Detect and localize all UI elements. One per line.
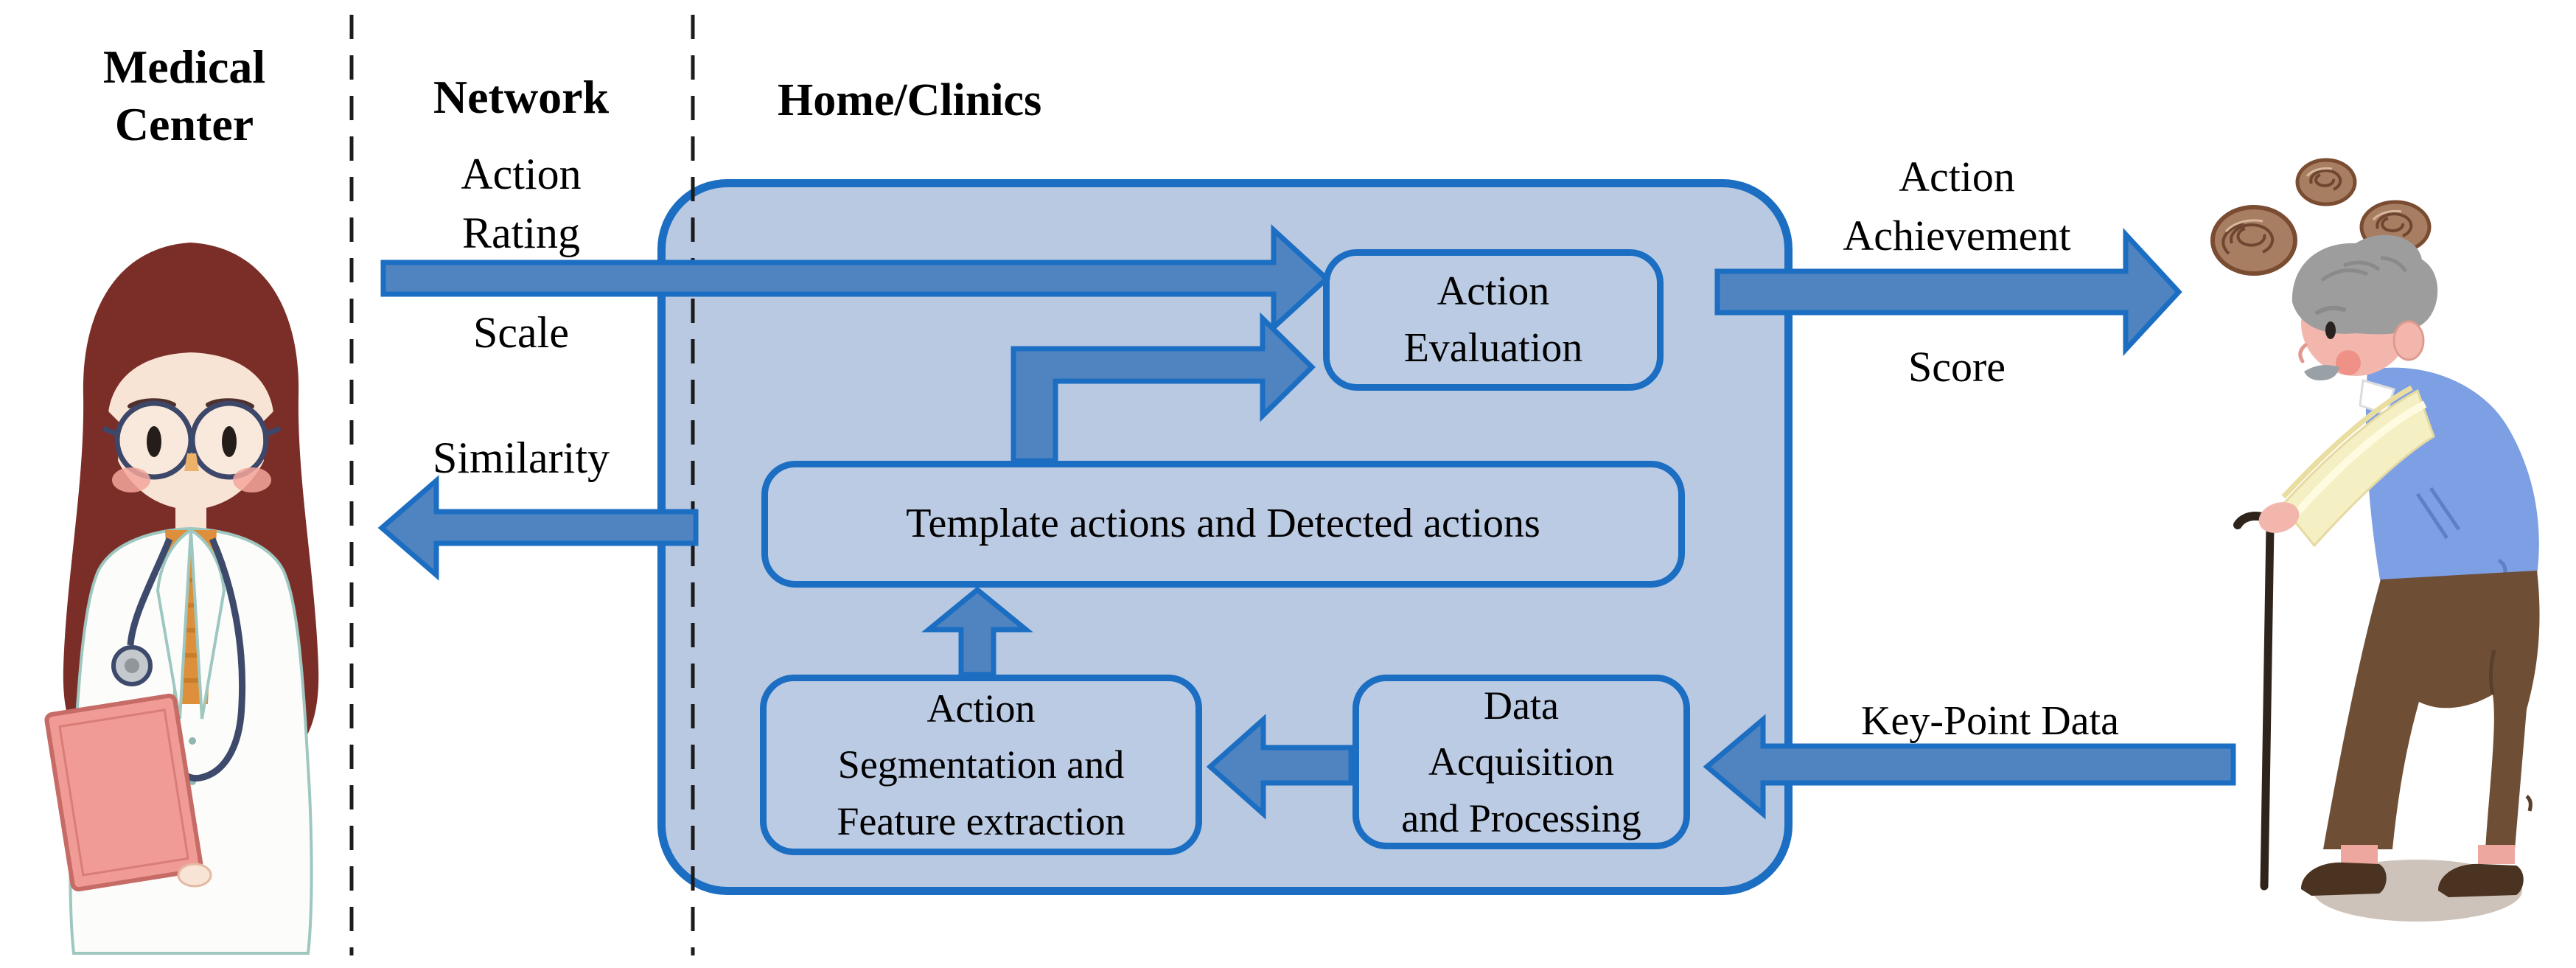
doctor-glasses-temple-left bbox=[102, 425, 119, 437]
action-evaluation-line1: Action bbox=[1437, 268, 1550, 314]
similarity-label: Similarity bbox=[433, 433, 610, 482]
elder-pants bbox=[2323, 571, 2540, 849]
score-label: Score bbox=[1907, 343, 2006, 391]
doctor-stethoscope-chestpiece-center bbox=[125, 658, 139, 673]
elder-sleeve-stripe2 bbox=[2281, 385, 2413, 499]
doctor-illustration bbox=[43, 232, 339, 956]
doctor-blush-right bbox=[233, 467, 271, 492]
elderly-person-with-cane-illustration bbox=[2196, 147, 2576, 944]
doctor-nose bbox=[184, 453, 199, 471]
elder-shoe-left bbox=[2301, 862, 2387, 896]
action-evaluation-box: Action Evaluation bbox=[1323, 249, 1664, 391]
doctor-brow-right bbox=[206, 398, 254, 408]
doctor-eye-left bbox=[147, 426, 161, 457]
doctor-stethoscope-tube-left bbox=[127, 537, 173, 646]
doctor-folder bbox=[44, 693, 203, 892]
action-segmentation-box: Action Segmentation and Feature extracti… bbox=[760, 675, 1202, 855]
doctor-lapel-right bbox=[189, 527, 226, 720]
action-segmentation-line1: Action bbox=[926, 686, 1036, 731]
medical-center-title: Medical Center bbox=[37, 38, 332, 153]
home-clinics-title: Home/Clinics bbox=[778, 75, 1042, 125]
action-evaluation-line2: Evaluation bbox=[1403, 325, 1583, 371]
doctor-blush-left bbox=[112, 467, 150, 492]
action-segmentation-line3: Feature extraction bbox=[837, 798, 1125, 843]
doctor-hand bbox=[177, 863, 212, 888]
key-point-data-label: Key-Point Data bbox=[1861, 698, 2119, 744]
template-detected-actions-box: Template actions and Detected actions bbox=[761, 461, 1685, 588]
data-acquisition-box: Data Acquisition and Processing bbox=[1352, 675, 1690, 849]
elder-hair bbox=[2291, 234, 2438, 335]
medical-center-line1: Medical bbox=[102, 41, 266, 93]
action-rating-line2: Rating bbox=[462, 209, 580, 258]
template-detected-actions-label: Template actions and Detected actions bbox=[906, 501, 1540, 547]
elder-sleeve bbox=[2280, 389, 2435, 548]
doctor-brow-left bbox=[128, 398, 176, 408]
elder-nose bbox=[2298, 343, 2308, 363]
medical-center-line2: Center bbox=[114, 98, 254, 151]
elder-hand bbox=[2258, 502, 2300, 533]
action-achievement-line2: Achievement bbox=[1843, 212, 2071, 260]
elder-cane-shaft bbox=[2260, 522, 2275, 891]
arrow-similarity bbox=[377, 475, 699, 581]
elder-brow bbox=[2315, 305, 2346, 315]
action-segmentation-line2: Segmentation and bbox=[837, 742, 1125, 787]
action-rating-label: Action Rating bbox=[361, 144, 681, 263]
elder-sock-right bbox=[2478, 845, 2515, 864]
data-acquisition-line3: and Processing bbox=[1401, 795, 1641, 840]
scale-label: Scale bbox=[473, 308, 569, 357]
data-acquisition-line1: Data bbox=[1484, 683, 1559, 728]
data-acquisition-line2: Acquisition bbox=[1428, 739, 1614, 784]
elder-hair-swirls bbox=[2320, 256, 2408, 282]
doctor-coat-button bbox=[189, 737, 196, 745]
doctor-lapel-left bbox=[156, 527, 193, 720]
doctor-glasses-temple-right bbox=[265, 425, 282, 437]
doctor-eye-right bbox=[222, 426, 237, 457]
elder-sock-left bbox=[2341, 845, 2378, 864]
elder-ear bbox=[2392, 320, 2425, 361]
doctor-fringe bbox=[107, 315, 275, 420]
elder-cheek bbox=[2336, 350, 2361, 375]
action-rating-line1: Action bbox=[461, 150, 582, 198]
elder-eye bbox=[2325, 321, 2336, 339]
elder-pants-seam bbox=[2488, 650, 2533, 812]
doctor-face bbox=[108, 327, 273, 509]
action-achievement-line1: Action bbox=[1899, 153, 2015, 201]
elder-mustache bbox=[2304, 365, 2339, 380]
network-title: Network bbox=[433, 71, 610, 123]
elder-shoe-right bbox=[2438, 863, 2524, 897]
action-achievement-label: Action Achievement bbox=[1791, 147, 2123, 265]
elder-sleeve-stripe1 bbox=[2294, 400, 2427, 516]
